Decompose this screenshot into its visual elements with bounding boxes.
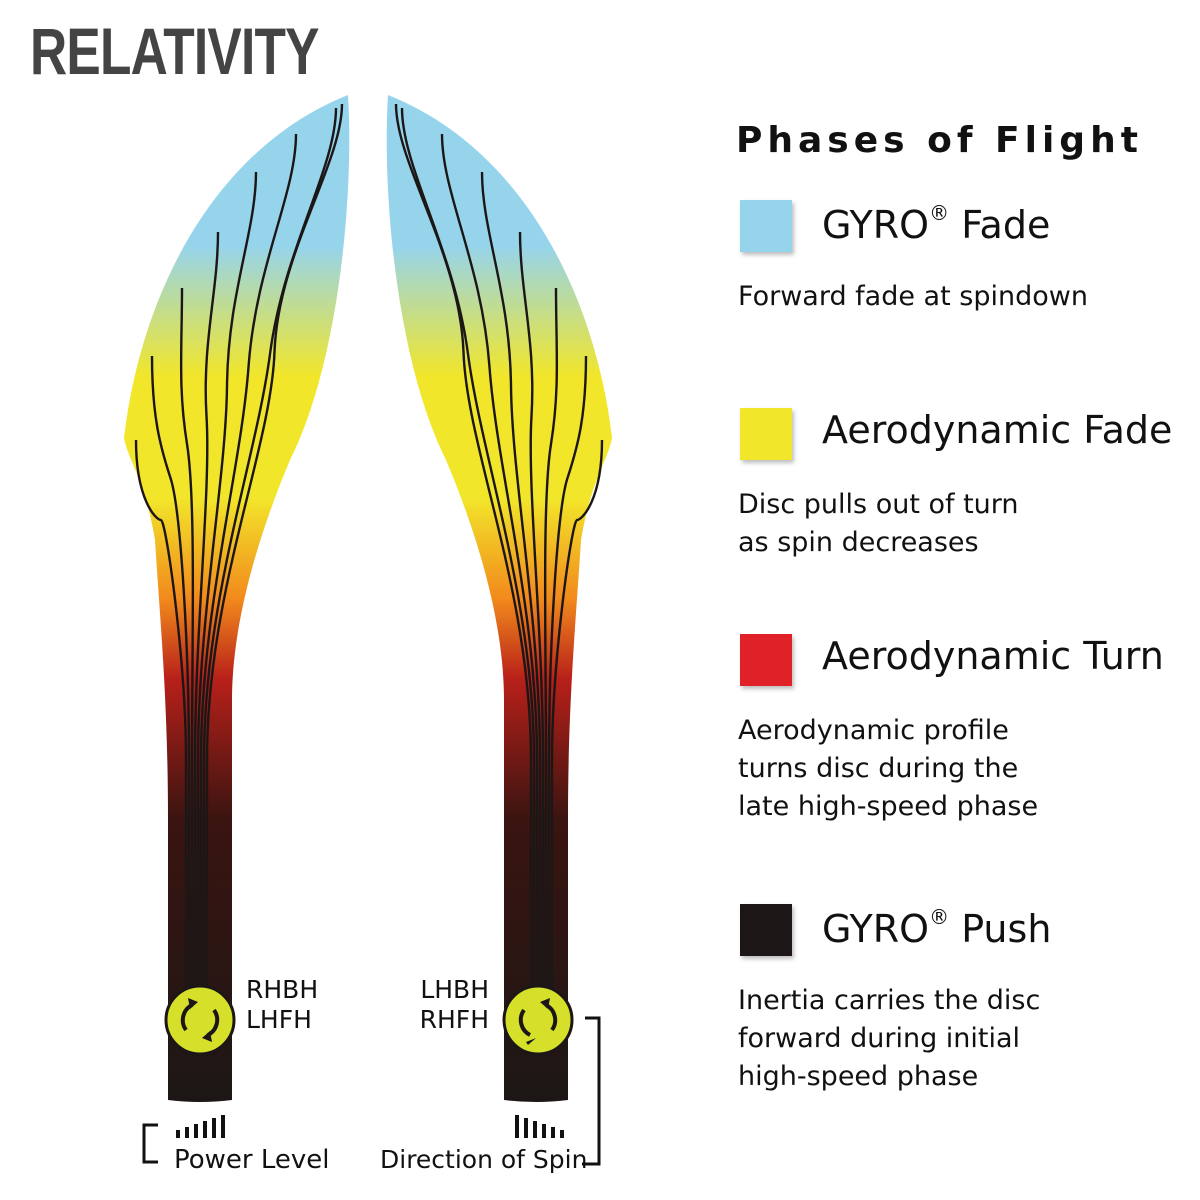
flight-line — [199, 133, 298, 1000]
gyro-push-swatch — [740, 904, 792, 956]
flight-line — [202, 107, 338, 1000]
flight-line — [518, 231, 545, 1000]
phase-name: Aerodynamic Turn — [822, 634, 1164, 678]
flight-line — [205, 103, 344, 1000]
flight-line — [179, 287, 195, 1000]
flight-line — [550, 439, 604, 1000]
direction-of-spin-bracket — [582, 1016, 601, 1166]
right-throw-label-2: RHFH — [420, 1005, 489, 1034]
phase-name: GYRO® Fade — [822, 201, 1051, 247]
aero-fade-swatch — [740, 408, 792, 460]
legend-title: Phases of Flight — [736, 120, 1143, 161]
flight-line — [196, 171, 258, 1000]
right-flight-region — [386, 95, 612, 1102]
power-level-bracket — [142, 1123, 158, 1164]
flight-line — [400, 107, 536, 1000]
left-spin-badge — [164, 984, 236, 1056]
left-flight-lines — [134, 103, 344, 1000]
left-throw-label-2: LHFH — [246, 1005, 312, 1034]
brand-title: RELATIVITY — [30, 14, 319, 88]
aero-turn-swatch — [740, 634, 792, 686]
left-throw-label-1: RHBH — [246, 975, 318, 1004]
left-flight-region — [124, 95, 350, 1102]
flight-line — [480, 171, 542, 1000]
phase-description: Inertia carries the disc forward during … — [738, 985, 1041, 1092]
power-level-bars-icon — [176, 1115, 225, 1138]
flight-line — [543, 287, 559, 1000]
power-level-label: Power Level — [174, 1145, 330, 1175]
flight-line — [193, 231, 220, 1000]
direction-of-spin-label: Direction of Spin — [380, 1145, 587, 1174]
right-spin-badge — [502, 984, 574, 1056]
right-flight-lines — [394, 103, 604, 1000]
phase-description: Forward fade at spindown — [738, 281, 1088, 312]
phase-description: Aerodynamic profile turns disc during th… — [738, 715, 1039, 822]
flight-line — [134, 439, 188, 1000]
gyro-fade-swatch — [740, 200, 792, 252]
flight-line — [394, 103, 533, 1000]
flight-line — [150, 355, 191, 1000]
flight-line — [547, 355, 588, 1000]
phase-name: GYRO® Push — [822, 905, 1052, 951]
direction-of-spin-bars-icon — [515, 1115, 564, 1138]
phase-name: Aerodynamic Fade — [822, 408, 1173, 452]
right-throw-label-1: LHBH — [420, 975, 489, 1004]
flight-line — [440, 133, 539, 1000]
phase-description: Disc pulls out of turn as spin decreases — [738, 489, 1019, 558]
